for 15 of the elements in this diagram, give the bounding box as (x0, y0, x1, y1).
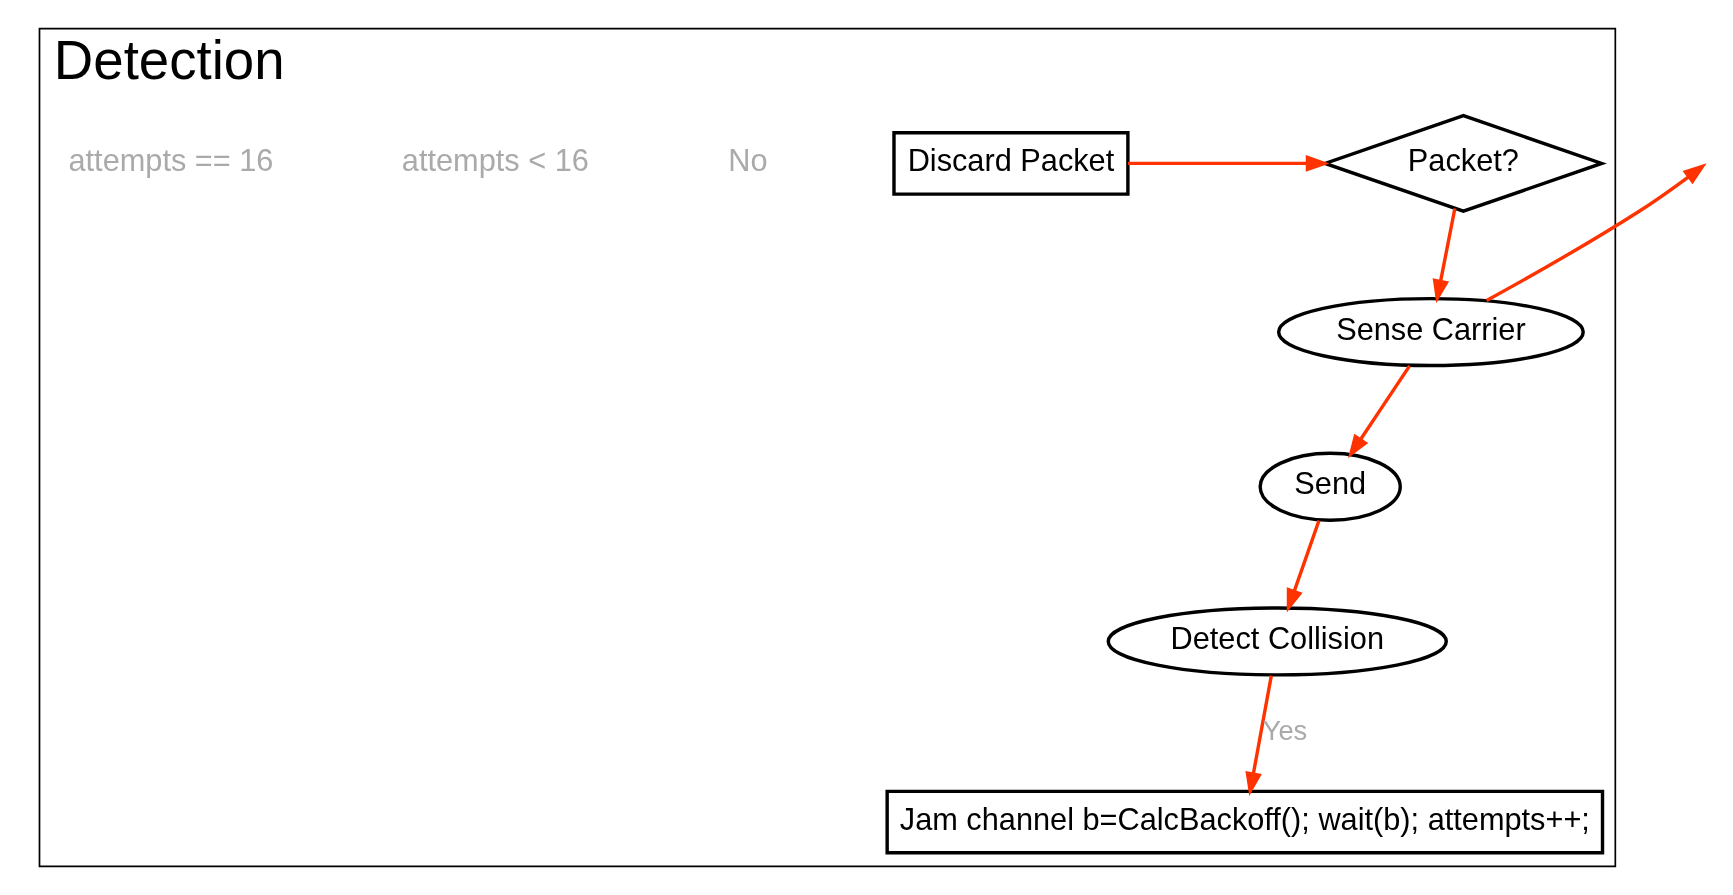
arrow (1245, 675, 1273, 797)
arrow (1286, 520, 1321, 613)
node-ellipse: Sense Carrier (1276, 296, 1585, 368)
label: attempts == 16 (68, 142, 274, 178)
node-box: Jam channel b=CalcBackoff(); wait(b); attempts++; (885, 789, 1605, 855)
arrow (1347, 364, 1411, 459)
arrow (1432, 208, 1457, 304)
node-box: Discard Packet (892, 130, 1130, 196)
label: No (728, 142, 768, 178)
label: attempts < 16 (401, 142, 589, 178)
arrow (1128, 155, 1330, 172)
node-ellipse: Detect Collision (1106, 606, 1448, 677)
arrow (1485, 163, 1707, 302)
edge-label: Yes (1262, 714, 1308, 746)
node-ellipse: Send (1258, 451, 1402, 522)
